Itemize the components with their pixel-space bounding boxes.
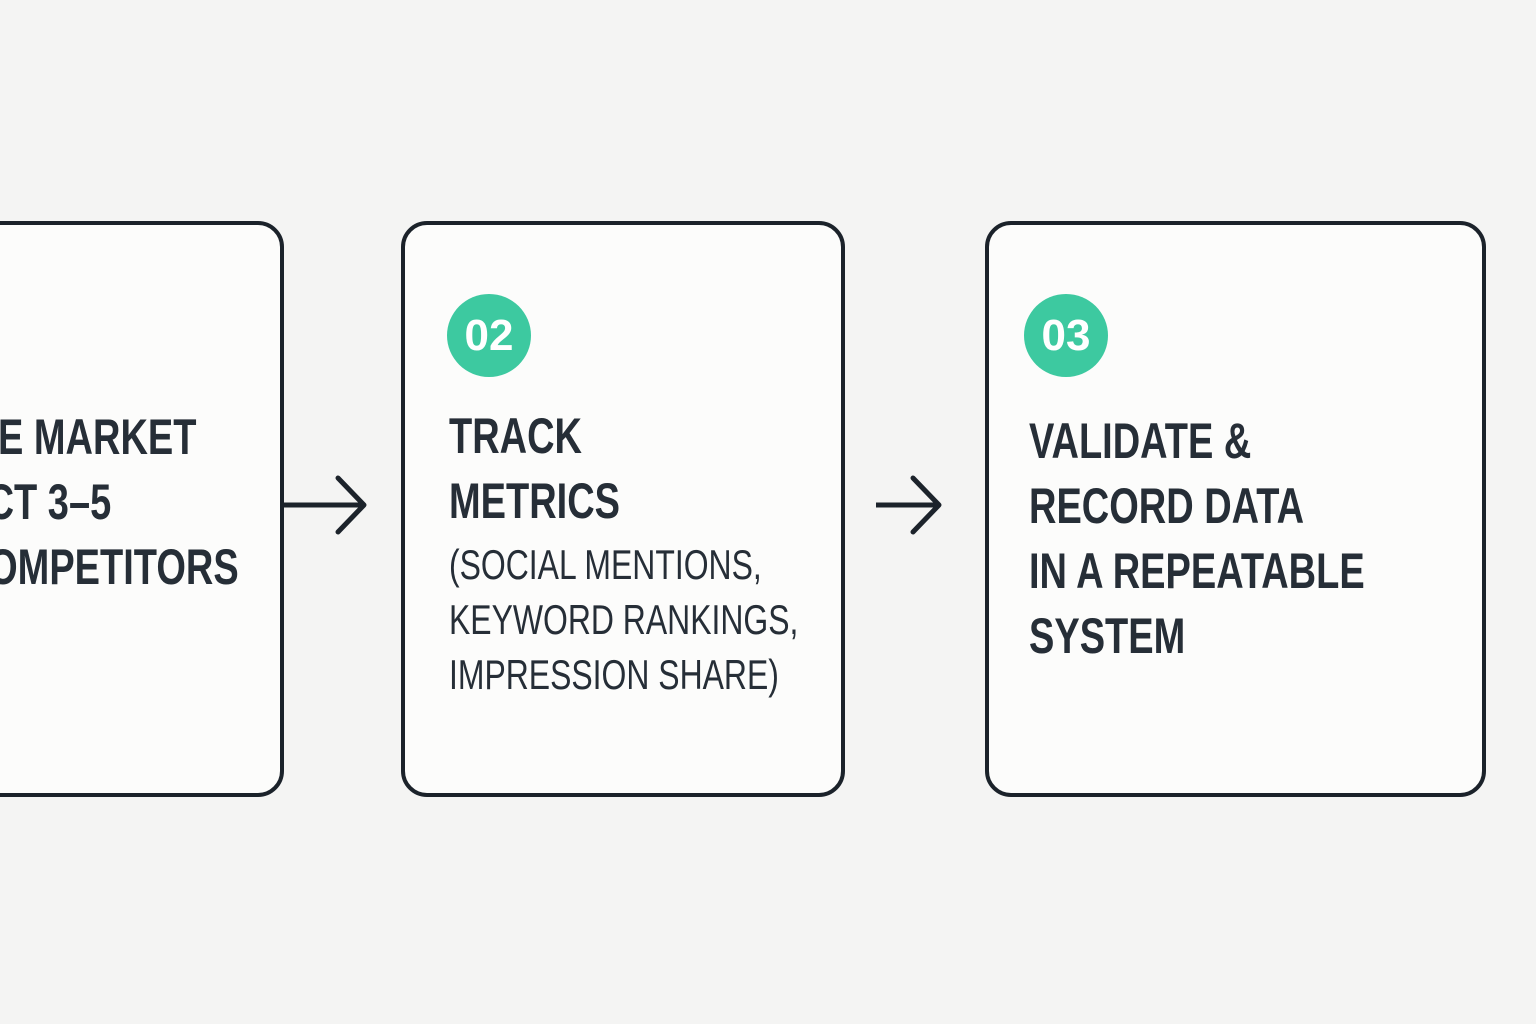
step-subtitle-line: IMPRESSION SHARE) bbox=[449, 651, 779, 698]
step-title-line: E MARKET bbox=[0, 409, 197, 465]
step-title-line: SYSTEM bbox=[1029, 608, 1186, 664]
step-subtitle: (SOCIAL MENTIONS, KEYWORD RANKINGS, IMPR… bbox=[449, 537, 798, 702]
step-card-1: E MARKET CT 3–5 OMPETITORS bbox=[0, 221, 284, 797]
step-title-line: TRACK bbox=[449, 408, 582, 464]
step-title-line: METRICS bbox=[449, 473, 620, 529]
step-title: VALIDATE & RECORD DATA IN A REPEATABLE S… bbox=[1029, 409, 1365, 669]
step-title-line: RECORD DATA bbox=[1029, 478, 1305, 534]
step-number-badge: 03 bbox=[1024, 294, 1108, 377]
step-title-line: CT 3–5 bbox=[0, 474, 112, 530]
step-title: TRACK METRICS bbox=[449, 404, 620, 534]
step-number-badge: 02 bbox=[447, 294, 531, 377]
arrow-right-icon bbox=[282, 472, 370, 538]
arrow-right-icon bbox=[876, 472, 946, 538]
step-subtitle-line: (SOCIAL MENTIONS, bbox=[449, 541, 762, 588]
step-subtitle-line: KEYWORD RANKINGS, bbox=[449, 596, 799, 643]
step-title-line: IN A REPEATABLE bbox=[1029, 543, 1365, 599]
step-title-line: OMPETITORS bbox=[0, 539, 239, 595]
step-card-2: 02 TRACK METRICS (SOCIAL MENTIONS, KEYWO… bbox=[401, 221, 845, 797]
step-title-line: VALIDATE & bbox=[1029, 413, 1252, 469]
step-card-3: 03 VALIDATE & RECORD DATA IN A REPEATABL… bbox=[985, 221, 1486, 797]
step-title: E MARKET CT 3–5 OMPETITORS bbox=[0, 405, 249, 600]
